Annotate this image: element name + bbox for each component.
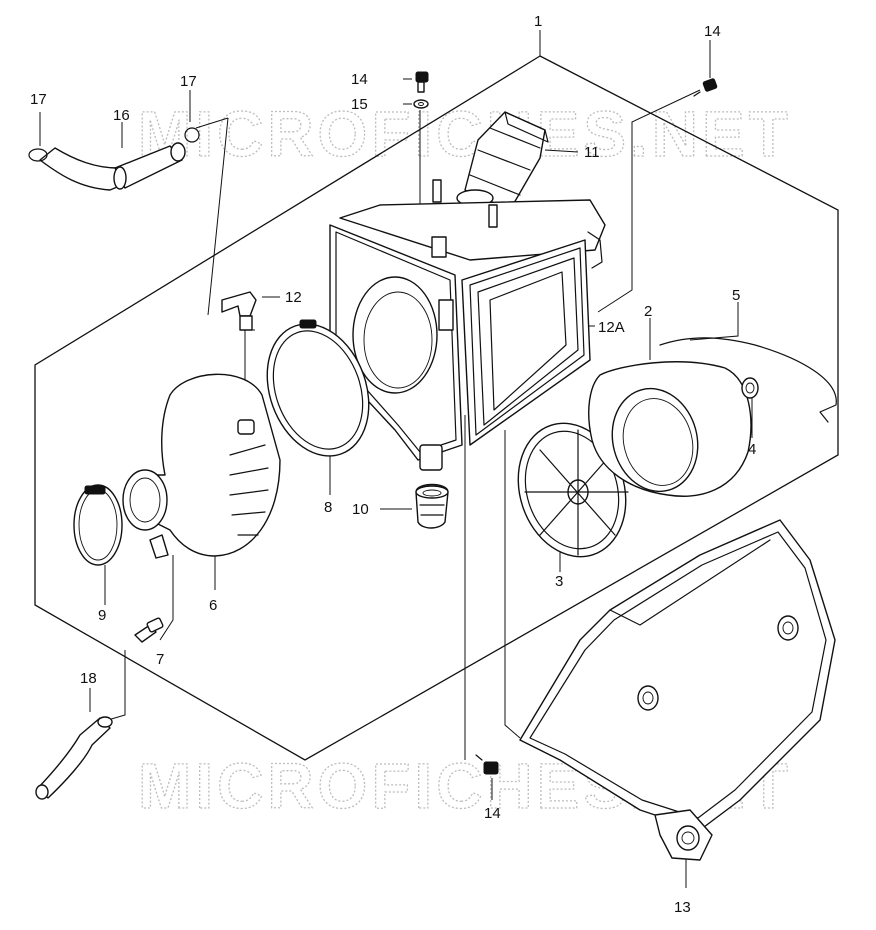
hose-clamp-right [184,127,200,143]
label-part-5: 5 [732,287,740,304]
label-part-14-top: 14 [351,71,368,88]
label-part-4: 4 [748,441,756,458]
label-part-1: 1 [534,13,542,30]
label-part-3: 3 [555,573,563,590]
filter-element [588,361,752,497]
label-part-12a: 12A [598,319,625,336]
case-gasket [587,231,603,269]
label-part-14-bottom: 14 [484,805,501,822]
clamp-band [73,484,123,566]
air-cleaner-case [329,179,606,471]
watermark-top: MICROFICHES.NET [138,98,792,170]
label-part-9: 9 [98,607,106,624]
bolt-bottom [475,754,499,775]
label-part-17-left: 17 [30,91,47,108]
breather-hose [39,142,186,191]
bolt-top-right [693,78,718,97]
seal-ring [266,319,370,457]
label-part-7: 7 [156,651,164,668]
drain-hose [35,716,113,800]
outlet-boot [122,373,281,559]
washer-top [413,99,429,109]
assembly-box-outline [34,55,839,761]
label-part-14-top-right: 14 [704,23,721,40]
label-part-12: 12 [285,289,302,306]
drain-plug [134,617,164,643]
label-part-17-right: 17 [180,73,197,90]
side-cover [519,519,836,861]
bolt-top [415,71,429,93]
label-part-2: 2 [644,303,652,320]
label-part-15: 15 [351,96,368,113]
label-part-10: 10 [352,501,369,518]
label-part-18: 18 [80,670,97,687]
label-part-8: 8 [324,499,332,516]
wire-spring [659,337,837,423]
part-labels: 1 2 3 4 5 6 7 8 9 10 11 12 12A 13 14 14 … [30,13,756,916]
label-part-13: 13 [674,899,691,916]
washer-right [741,377,759,399]
label-part-16: 16 [113,107,130,124]
hose-clamp-left [28,148,48,162]
label-part-11: 11 [584,144,600,161]
elbow-fitting [221,291,257,331]
label-part-6: 6 [209,597,217,614]
grommet [415,483,449,529]
